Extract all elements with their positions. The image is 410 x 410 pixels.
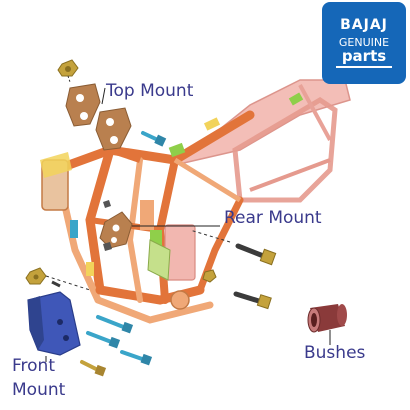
rear-mount-small-bolt-lower (103, 242, 112, 251)
logo-brand: BAJAJ (340, 17, 388, 33)
label-front-mount-line1: Front (12, 356, 55, 376)
label-top-mount: Top Mount (106, 81, 194, 101)
top-mount-nut-icon (57, 59, 79, 83)
top-mount-plates (65, 83, 132, 151)
front-mount-bolt-4-icon (80, 360, 107, 377)
top-mount-bolt-icon (141, 131, 167, 147)
bajaj-genuine-parts-logo: BAJAJ GENUINE parts (322, 2, 406, 84)
logo-genuine: GENUINE (338, 36, 390, 49)
front-mount-bolt-3-icon (120, 350, 153, 366)
front-nut-leader-line (45, 275, 91, 291)
front-nut-icon (25, 267, 47, 285)
rear-mount-bolt-icon (189, 229, 277, 266)
logo-underline (336, 66, 392, 68)
label-rear-mount: Rear Mount (224, 208, 322, 228)
front-mount-bolt-1-icon (96, 315, 134, 334)
label-bushes: Bushes (304, 343, 366, 363)
top-mount-leader-line (101, 87, 106, 105)
label-front-mount-line2: Mount (12, 380, 66, 400)
logo-parts: parts (341, 47, 387, 65)
frame-nut-icon (202, 269, 217, 283)
rear-mount-plate (99, 211, 133, 249)
frame-small-bolt-icon (51, 280, 61, 288)
lower-rear-bolt-icon (233, 291, 272, 310)
top-mount-plate-right (95, 107, 132, 151)
front-mount-bolt-2-icon (86, 331, 121, 349)
rear-mount-small-bolt-upper (103, 200, 111, 208)
front-mount-bracket (27, 291, 81, 356)
bush-icon (307, 304, 347, 333)
top-mount-plate-left (65, 83, 101, 127)
